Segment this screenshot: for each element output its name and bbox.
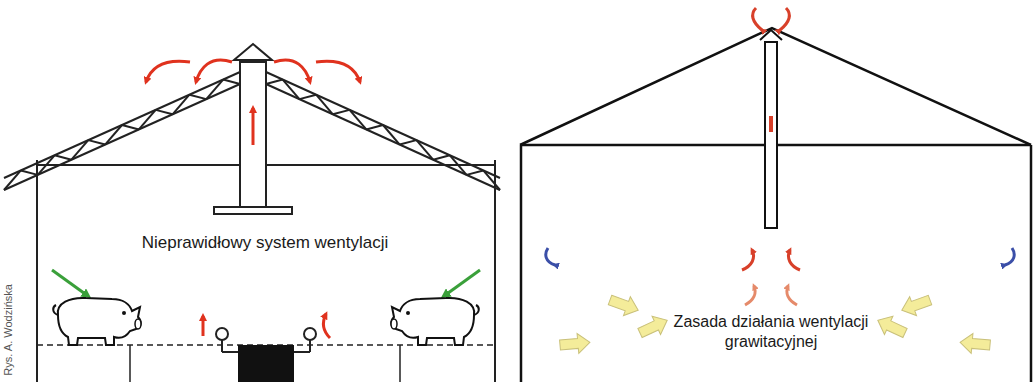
panel-caption: Zasada działania wentylacji grawitacyjne… — [666, 312, 876, 352]
panel-caption: Nieprawidłowy system wentylacji — [130, 232, 400, 253]
credit-text: Rys. A. Wodzińska — [2, 285, 16, 377]
